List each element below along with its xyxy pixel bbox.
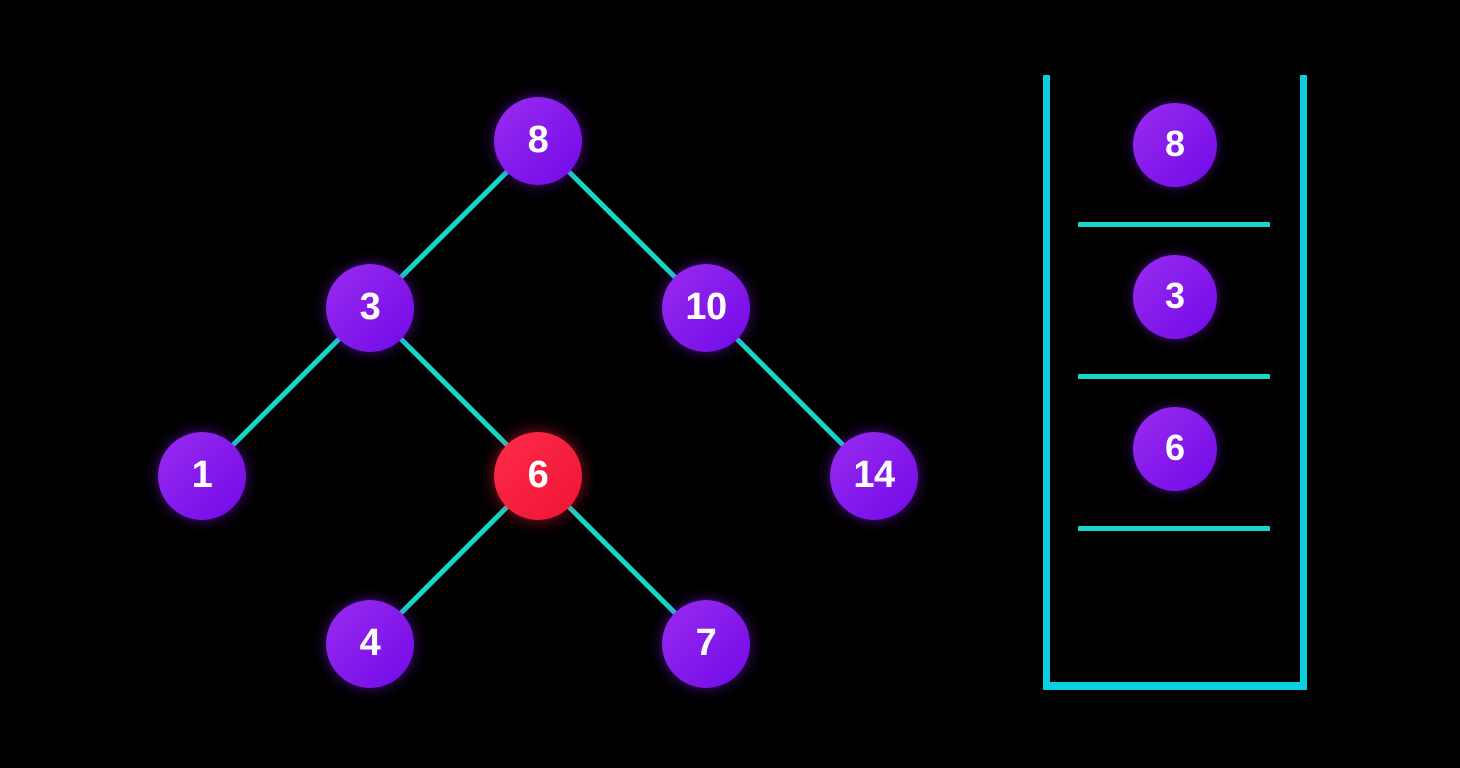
stack-item-label: 8 [1164, 123, 1186, 164]
tree-node-label: 1 [191, 454, 213, 496]
tree-node-label: 4 [359, 622, 381, 664]
tree-node-7[interactable]: 7 [662, 600, 750, 688]
stack-slot: 8 [1043, 75, 1307, 227]
tree-node-4[interactable]: 4 [326, 600, 414, 688]
tree-node-label: 10 [685, 286, 727, 328]
tree-node-layer: 8 3 10 1 6 14 4 7 [158, 97, 918, 688]
tree-node-6[interactable]: 6 [494, 432, 582, 520]
stack-slot: 6 [1043, 379, 1307, 531]
stack-divider [1078, 374, 1270, 379]
tree-node-1[interactable]: 1 [158, 432, 246, 520]
tree-node-label: 3 [359, 286, 381, 328]
stack-slot-empty [1043, 531, 1307, 683]
stack-base-bar [1043, 682, 1307, 690]
tree-node-label: 8 [527, 119, 549, 161]
binary-tree-panel: 8 3 10 1 6 14 4 7 [158, 97, 918, 688]
tree-node-label: 6 [527, 454, 549, 496]
stack-item-label: 3 [1164, 275, 1186, 316]
tree-node-10[interactable]: 10 [662, 264, 750, 352]
stack-item-3[interactable]: 3 [1133, 255, 1217, 339]
stack-item-6[interactable]: 6 [1133, 407, 1217, 491]
tree-node-label: 7 [695, 622, 717, 664]
stack-item-label: 6 [1164, 427, 1186, 468]
stack-slot-list: 8 3 6 [1043, 75, 1307, 690]
tree-node-3[interactable]: 3 [326, 264, 414, 352]
stack-panel: 8 3 6 [1043, 75, 1307, 690]
stack-right-rail [1300, 75, 1307, 690]
tree-node-14[interactable]: 14 [830, 432, 918, 520]
tree-node-label: 14 [853, 454, 895, 496]
stack-divider [1078, 222, 1270, 227]
stack-slot: 3 [1043, 227, 1307, 379]
tree-node-8[interactable]: 8 [494, 97, 582, 185]
stack-divider [1078, 526, 1270, 531]
stack-item-8[interactable]: 8 [1133, 103, 1217, 187]
stack-left-rail [1043, 75, 1050, 690]
